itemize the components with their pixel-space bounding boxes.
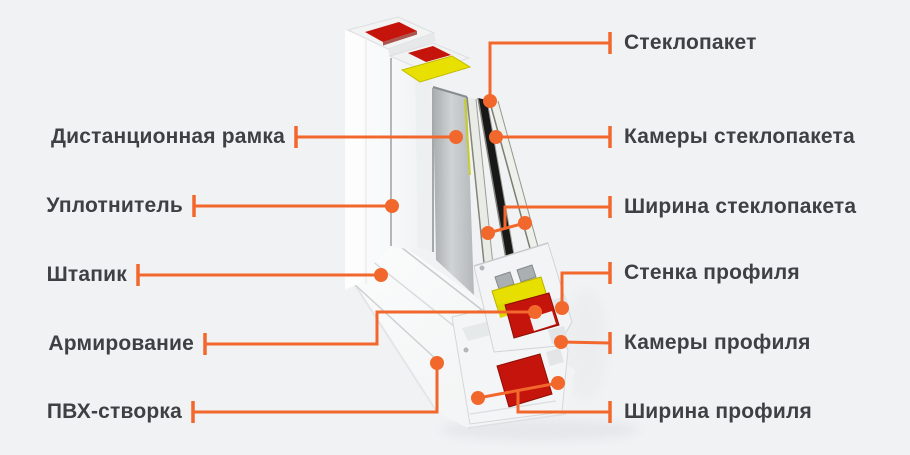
label-glazing-unit: Стеклопакет	[624, 31, 757, 54]
anchor-dot	[551, 376, 565, 390]
frame-vertical-member	[345, 30, 434, 290]
glass-packer	[516, 264, 537, 283]
profile-chamber	[546, 348, 564, 366]
anchor-dot	[528, 305, 542, 319]
label-distance-frame: Дистанционная рамка	[50, 125, 285, 148]
sash-reinforcement-cut-red	[408, 46, 451, 62]
seal-top-yellow	[400, 55, 472, 83]
label-profile-width: Ширина профиля	[624, 400, 812, 423]
anchor-dot	[518, 216, 532, 230]
connector-profile-chambers	[554, 332, 612, 354]
label-glazing-width: Ширина стеклопакета	[624, 195, 857, 218]
screw	[463, 347, 469, 353]
label-seal: Уплотнитель	[46, 194, 183, 217]
anchor-dot	[430, 356, 444, 370]
sash-cut-face	[473, 242, 573, 353]
connector-profile-width	[471, 376, 612, 423]
anchor-dot	[374, 268, 388, 282]
anchor-dot	[489, 130, 503, 144]
connector-glazing-unit	[483, 32, 612, 108]
label-glazing-bead: Штапик	[46, 263, 127, 286]
anchor-dot	[555, 301, 569, 315]
anchor-dot	[481, 226, 495, 240]
connector-reinforcement	[203, 305, 542, 355]
connector-distance-frame	[294, 126, 463, 148]
glazing-unit-edge	[432, 86, 474, 295]
frame-reinforcement-cut-red	[365, 22, 417, 42]
anchor-dot	[554, 335, 568, 349]
label-glazing-chambers: Камеры стеклопакета	[624, 125, 855, 148]
label-pvc-sash: ПВХ-створка	[46, 400, 182, 423]
connector-seal	[192, 195, 399, 217]
connector-profile-wall	[555, 262, 612, 315]
anchor-dot	[449, 130, 463, 144]
label-profile-chambers: Камеры профиля	[624, 331, 811, 354]
top-cut-faces	[346, 16, 472, 83]
glass-packer	[494, 271, 515, 290]
connector-glazing-width	[481, 196, 612, 240]
anchor-dot	[483, 94, 497, 108]
anchor-dot	[471, 391, 485, 405]
callout-connectors	[136, 32, 612, 423]
seal-line-yellow	[464, 98, 471, 176]
screw	[479, 265, 485, 271]
label-profile-wall: Стенка профиля	[624, 261, 800, 284]
connector-pvc-sash	[191, 356, 444, 423]
frame-inner-edge	[351, 281, 438, 361]
sash-frame-seam-edge	[391, 239, 483, 311]
column-highlight	[345, 30, 362, 290]
connector-glazing-bead	[136, 264, 388, 286]
label-reinforcement: Армирование	[48, 332, 194, 355]
connector-glazing-chambers	[489, 126, 612, 148]
anchor-dot	[385, 199, 399, 213]
